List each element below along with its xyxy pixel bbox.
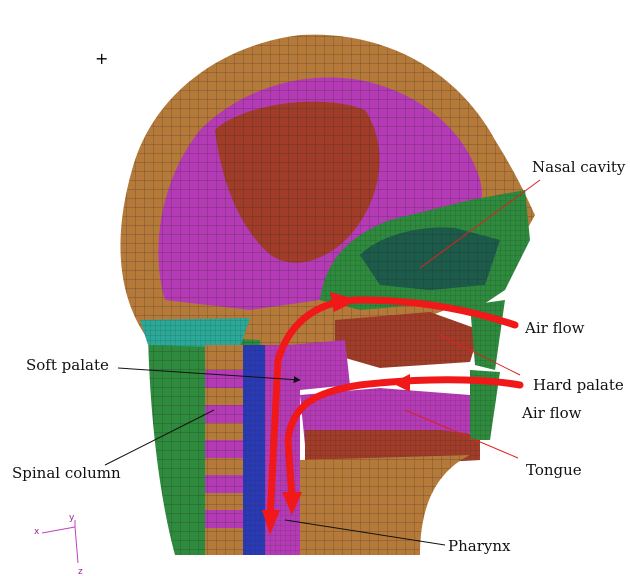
jaw-shape — [300, 455, 470, 555]
axis-y-label: y — [69, 513, 75, 523]
label-air-flow-upper: Air flow — [524, 319, 585, 337]
label-air-flow-lower: Air flow — [521, 404, 582, 422]
axis-x-label: x — [34, 527, 40, 537]
label-pharynx: Pharynx — [448, 537, 511, 555]
label-tongue: Tongue — [526, 461, 582, 479]
spinal-column-shape — [205, 345, 265, 555]
label-nasal-cavity: Nasal cavity — [532, 158, 626, 176]
soft-palate-shape — [290, 340, 350, 390]
label-hard-palate: Hard palate — [533, 376, 624, 394]
axis-z-label: z — [78, 567, 83, 576]
axis-triad: x y z — [34, 513, 83, 576]
label-spinal-column: Spinal column — [12, 464, 121, 482]
label-soft-palate: Soft palate — [26, 356, 109, 374]
plus-marker: + — [95, 49, 108, 68]
